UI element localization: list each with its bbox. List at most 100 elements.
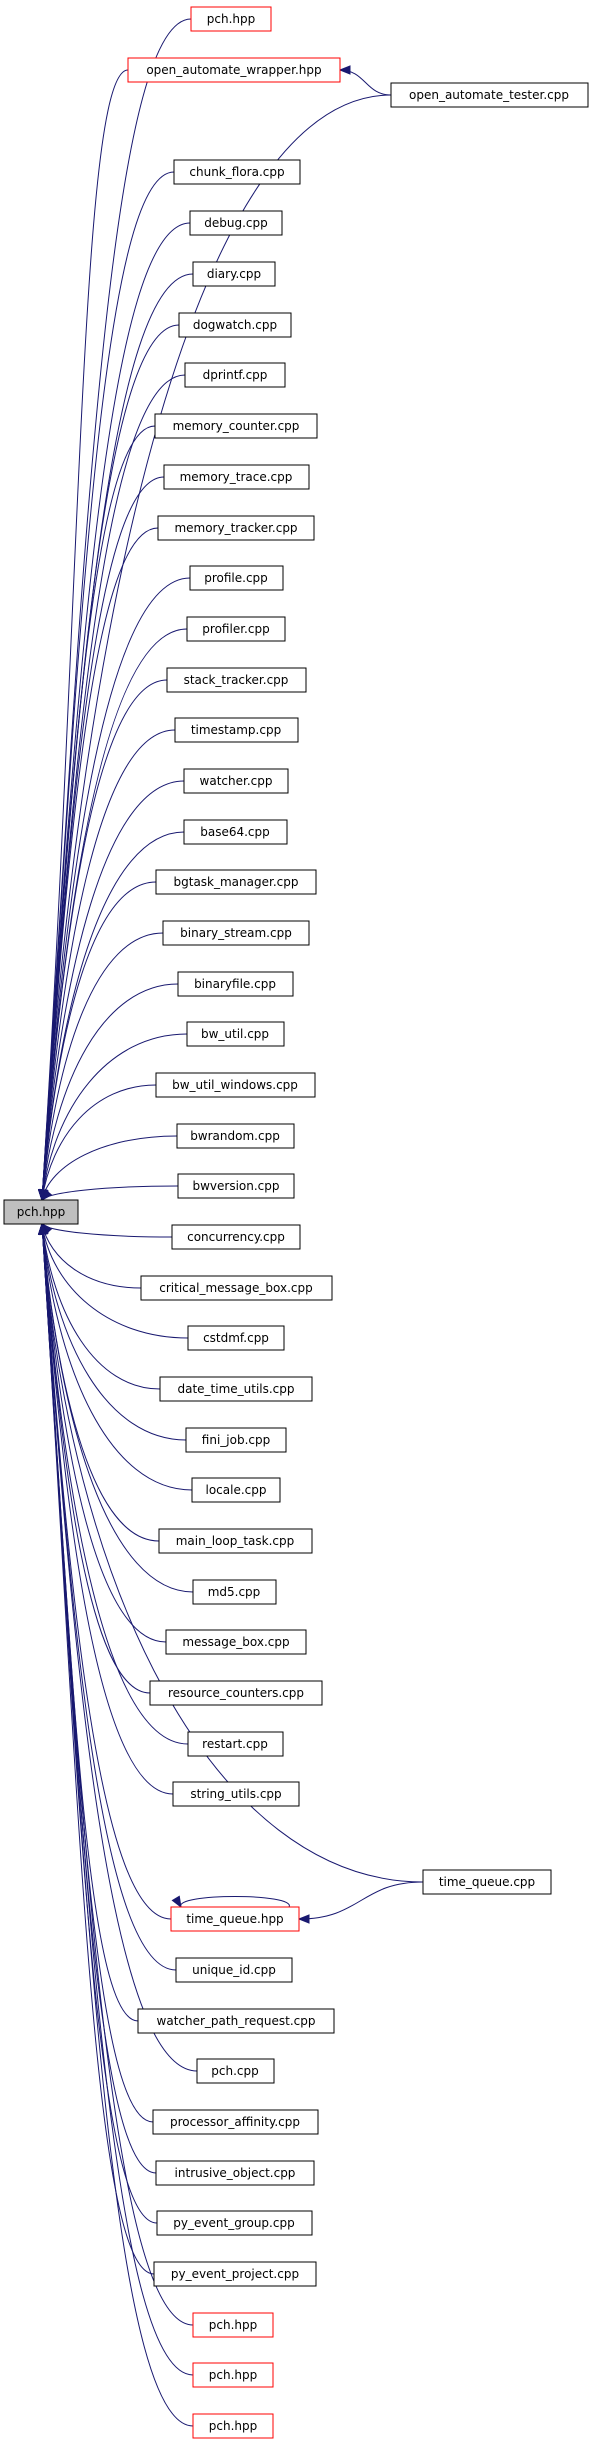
- edge-n38-n37: [298, 1881, 424, 1920]
- node-n46[interactable]: pch.hpp: [192, 2312, 274, 2338]
- node-n9-label: memory_counter.cpp: [173, 419, 300, 433]
- edge-root-n48: [41, 1223, 194, 2427]
- node-n17[interactable]: base64.cpp: [183, 819, 288, 845]
- node-n7-label: dogwatch.cpp: [193, 318, 277, 332]
- edge-root-n4: [41, 171, 175, 1201]
- node-n25[interactable]: concurrency.cpp: [171, 1224, 301, 1250]
- node-n48[interactable]: pch.hpp: [192, 2413, 274, 2439]
- node-n42[interactable]: processor_affinity.cpp: [152, 2109, 319, 2135]
- edge-root-n14: [41, 679, 168, 1201]
- node-n44[interactable]: py_event_group.cpp: [156, 2210, 313, 2236]
- node-n40[interactable]: watcher_path_request.cpp: [137, 2008, 335, 2034]
- node-n19[interactable]: binary_stream.cpp: [162, 920, 310, 946]
- node-n32[interactable]: md5.cpp: [192, 1579, 277, 1605]
- node-n17-label: base64.cpp: [200, 825, 270, 839]
- edge-root-n35: [41, 1223, 189, 1745]
- node-n21[interactable]: bw_util.cpp: [186, 1021, 285, 1047]
- node-n18[interactable]: bgtask_manager.cpp: [155, 869, 317, 895]
- node-n39[interactable]: unique_id.cpp: [175, 1957, 293, 1983]
- node-n37[interactable]: time_queue.cpp: [422, 1869, 552, 1895]
- edge-root-n1: [41, 18, 192, 1201]
- node-n8[interactable]: dprintf.cpp: [184, 362, 286, 388]
- node-n33[interactable]: message_box.cpp: [165, 1629, 307, 1655]
- node-n7[interactable]: dogwatch.cpp: [178, 312, 292, 338]
- edge-root-n25: [41, 1223, 173, 1238]
- edge-root-n23: [41, 1135, 178, 1201]
- node-n18-label: bgtask_manager.cpp: [174, 875, 299, 889]
- node-n33-label: message_box.cpp: [182, 1635, 289, 1649]
- node-n38[interactable]: time_queue.hpp: [170, 1906, 300, 1932]
- node-n22-label: bw_util_windows.cpp: [172, 1078, 298, 1092]
- node-n31[interactable]: main_loop_task.cpp: [158, 1528, 313, 1554]
- node-n3[interactable]: open_automate_tester.cpp: [390, 82, 589, 108]
- node-n8-label: dprintf.cpp: [203, 368, 268, 382]
- node-n13[interactable]: profiler.cpp: [186, 616, 286, 642]
- node-n28[interactable]: date_time_utils.cpp: [159, 1376, 313, 1402]
- node-n43[interactable]: intrusive_object.cpp: [155, 2160, 315, 2186]
- node-n2[interactable]: open_automate_wrapper.hpp: [127, 57, 341, 83]
- node-n36[interactable]: string_utils.cpp: [172, 1781, 300, 1807]
- edge-n38-n37-arrowhead: [297, 1914, 310, 1924]
- edge-n2-n3: [339, 69, 392, 96]
- edge-root-n41: [41, 1223, 198, 2072]
- node-n45[interactable]: py_event_project.cpp: [153, 2261, 317, 2287]
- node-n26[interactable]: critical_message_box.cpp: [140, 1275, 333, 1301]
- node-n10-label: memory_trace.cpp: [180, 470, 293, 484]
- node-n6[interactable]: diary.cpp: [192, 261, 276, 287]
- node-n35-label: restart.cpp: [202, 1737, 268, 1751]
- node-n35[interactable]: restart.cpp: [187, 1731, 284, 1757]
- node-n20[interactable]: binaryfile.cpp: [177, 971, 294, 997]
- edge-root-n15: [41, 729, 176, 1201]
- edge-root-n6: [41, 273, 194, 1201]
- node-n34[interactable]: resource_counters.cpp: [149, 1680, 323, 1706]
- node-n9[interactable]: memory_counter.cpp: [154, 413, 318, 439]
- edge-root-n19: [41, 932, 164, 1201]
- node-n15[interactable]: timestamp.cpp: [174, 717, 299, 743]
- node-n22[interactable]: bw_util_windows.cpp: [155, 1072, 316, 1098]
- node-n30[interactable]: locale.cpp: [191, 1477, 281, 1503]
- node-n25-label: concurrency.cpp: [187, 1230, 285, 1244]
- edge-root-n29: [41, 1223, 187, 1441]
- node-n4-label: chunk_flora.cpp: [189, 165, 284, 179]
- node-n27[interactable]: cstdmf.cpp: [187, 1325, 285, 1351]
- edge-root-n32: [41, 1223, 194, 1593]
- node-n32-label: md5.cpp: [208, 1585, 261, 1599]
- node-n23[interactable]: bwrandom.cpp: [176, 1123, 295, 1149]
- node-n36-label: string_utils.cpp: [190, 1787, 281, 1801]
- node-n20-label: binaryfile.cpp: [194, 977, 276, 991]
- edge-root-n33: [41, 1223, 167, 1643]
- node-n47[interactable]: pch.hpp: [192, 2362, 274, 2388]
- edge-root-n7: [41, 324, 180, 1201]
- edge-n38-n38: [180, 1896, 290, 1908]
- node-n41[interactable]: pch.cpp: [196, 2058, 275, 2084]
- node-n14-label: stack_tracker.cpp: [184, 673, 289, 687]
- node-n28-label: date_time_utils.cpp: [177, 1382, 294, 1396]
- node-n26-label: critical_message_box.cpp: [159, 1281, 312, 1295]
- node-n27-label: cstdmf.cpp: [203, 1331, 269, 1345]
- node-n31-label: main_loop_task.cpp: [176, 1534, 295, 1548]
- node-n48-label: pch.hpp: [209, 2419, 257, 2433]
- node-n13-label: profiler.cpp: [202, 622, 269, 636]
- node-n4[interactable]: chunk_flora.cpp: [173, 159, 301, 185]
- node-n11[interactable]: memory_tracker.cpp: [157, 515, 315, 541]
- node-n16-label: watcher.cpp: [200, 774, 273, 788]
- node-n1-label: pch.hpp: [207, 12, 255, 26]
- node-n10[interactable]: memory_trace.cpp: [163, 464, 310, 490]
- node-n24[interactable]: bwversion.cpp: [177, 1173, 295, 1199]
- node-n1[interactable]: pch.hpp: [190, 6, 272, 32]
- node-n16[interactable]: watcher.cpp: [183, 768, 289, 794]
- node-n5[interactable]: debug.cpp: [189, 210, 283, 236]
- node-n39-label: unique_id.cpp: [192, 1963, 276, 1977]
- node-n6-label: diary.cpp: [207, 267, 261, 281]
- edge-root-n10: [41, 476, 165, 1201]
- node-n29[interactable]: fini_job.cpp: [185, 1427, 287, 1453]
- node-n29-label: fini_job.cpp: [202, 1433, 270, 1447]
- node-n14[interactable]: stack_tracker.cpp: [166, 667, 307, 693]
- node-n2-label: open_automate_wrapper.hpp: [146, 63, 321, 77]
- node-n12[interactable]: profile.cpp: [189, 565, 284, 591]
- edge-n2-n3-arrowhead: [338, 65, 351, 75]
- node-root[interactable]: pch.hpp: [3, 1199, 79, 1225]
- node-n41-label: pch.cpp: [211, 2064, 258, 2078]
- edge-root-n30: [41, 1223, 193, 1491]
